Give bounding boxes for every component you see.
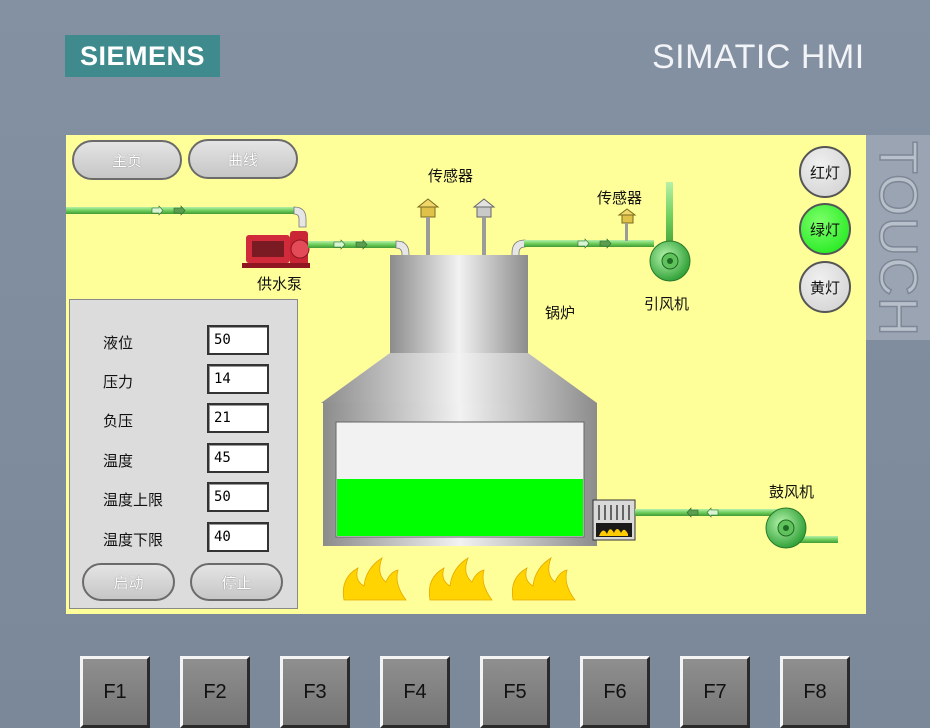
pump-label: 供水泵 bbox=[257, 275, 303, 293]
red-lamp: 红灯 bbox=[799, 146, 851, 198]
pressure-sensor-icon bbox=[472, 198, 496, 267]
temp-lower-limit-field[interactable]: 40 bbox=[207, 522, 269, 552]
process-diagram bbox=[66, 182, 838, 601]
pressure-field[interactable]: 14 bbox=[207, 364, 269, 394]
exhaust-stack bbox=[666, 182, 673, 252]
flue-sensor-icon bbox=[617, 208, 637, 241]
flow-arrow bbox=[333, 239, 368, 250]
sensor-label-fan: 传感器 bbox=[597, 189, 643, 207]
boiler-hood bbox=[321, 353, 597, 403]
inlet-elbow bbox=[293, 206, 307, 228]
f6-key[interactable]: F6 bbox=[580, 656, 650, 728]
flame-icon bbox=[342, 557, 576, 601]
home-button[interactable]: 主页 bbox=[72, 140, 182, 180]
blower-fan-label: 鼓风机 bbox=[769, 483, 815, 501]
f7-key[interactable]: F7 bbox=[680, 656, 750, 728]
curve-button[interactable]: 曲线 bbox=[188, 139, 298, 179]
siemens-logo: SIEMENS bbox=[65, 35, 220, 77]
f5-key[interactable]: F5 bbox=[480, 656, 550, 728]
boiler-label: 锅炉 bbox=[545, 304, 576, 322]
induced-fan-icon bbox=[649, 240, 691, 282]
start-button[interactable]: 启动 bbox=[82, 563, 175, 601]
reading-label: 液位 bbox=[103, 334, 134, 352]
f4-key[interactable]: F4 bbox=[380, 656, 450, 728]
sensor-label: 传感器 bbox=[428, 167, 474, 185]
flow-arrow bbox=[686, 507, 719, 518]
water-pump-icon bbox=[242, 231, 310, 268]
induced-fan-label: 引风机 bbox=[644, 295, 690, 313]
temp-upper-limit-field[interactable]: 50 bbox=[207, 482, 269, 512]
product-name: SIMATIC HMI bbox=[652, 38, 865, 76]
green-lamp: 绿灯 bbox=[799, 203, 851, 255]
blower-fan-icon bbox=[765, 507, 807, 549]
yellow-lamp: 黄灯 bbox=[799, 261, 851, 313]
flow-arrow bbox=[151, 205, 186, 216]
boiler-drum bbox=[390, 255, 528, 353]
negative-pressure-field[interactable]: 21 bbox=[207, 403, 269, 433]
f1-key[interactable]: F1 bbox=[80, 656, 150, 728]
f2-key[interactable]: F2 bbox=[180, 656, 250, 728]
reading-label: 温度 bbox=[103, 452, 134, 470]
hmi-screen: 主页 曲线 红灯 绿灯 黄灯 传感器 传感器 供水泵 锅炉 引风机 鼓风机 液位… bbox=[66, 135, 866, 614]
reading-label: 温度下限 bbox=[103, 531, 164, 549]
flow-arrow bbox=[577, 238, 612, 249]
reading-label: 温度上限 bbox=[103, 491, 164, 509]
readings-panel: 液位 50 压力 14 负压 21 温度 45 温度上限 50 温度下限 40 … bbox=[69, 299, 298, 609]
f3-key[interactable]: F3 bbox=[280, 656, 350, 728]
reading-label: 负压 bbox=[103, 412, 134, 430]
temperature-sensor-icon bbox=[416, 198, 440, 267]
stop-button[interactable]: 停止 bbox=[190, 563, 283, 601]
burner-icon bbox=[592, 499, 636, 541]
level-field[interactable]: 50 bbox=[207, 325, 269, 355]
f8-key[interactable]: F8 bbox=[780, 656, 850, 728]
temperature-field[interactable]: 45 bbox=[207, 443, 269, 473]
air-pipe-out bbox=[788, 536, 838, 543]
water-level-fill bbox=[337, 479, 583, 536]
touch-label: TOUCH bbox=[866, 135, 930, 340]
reading-label: 压力 bbox=[103, 373, 134, 391]
